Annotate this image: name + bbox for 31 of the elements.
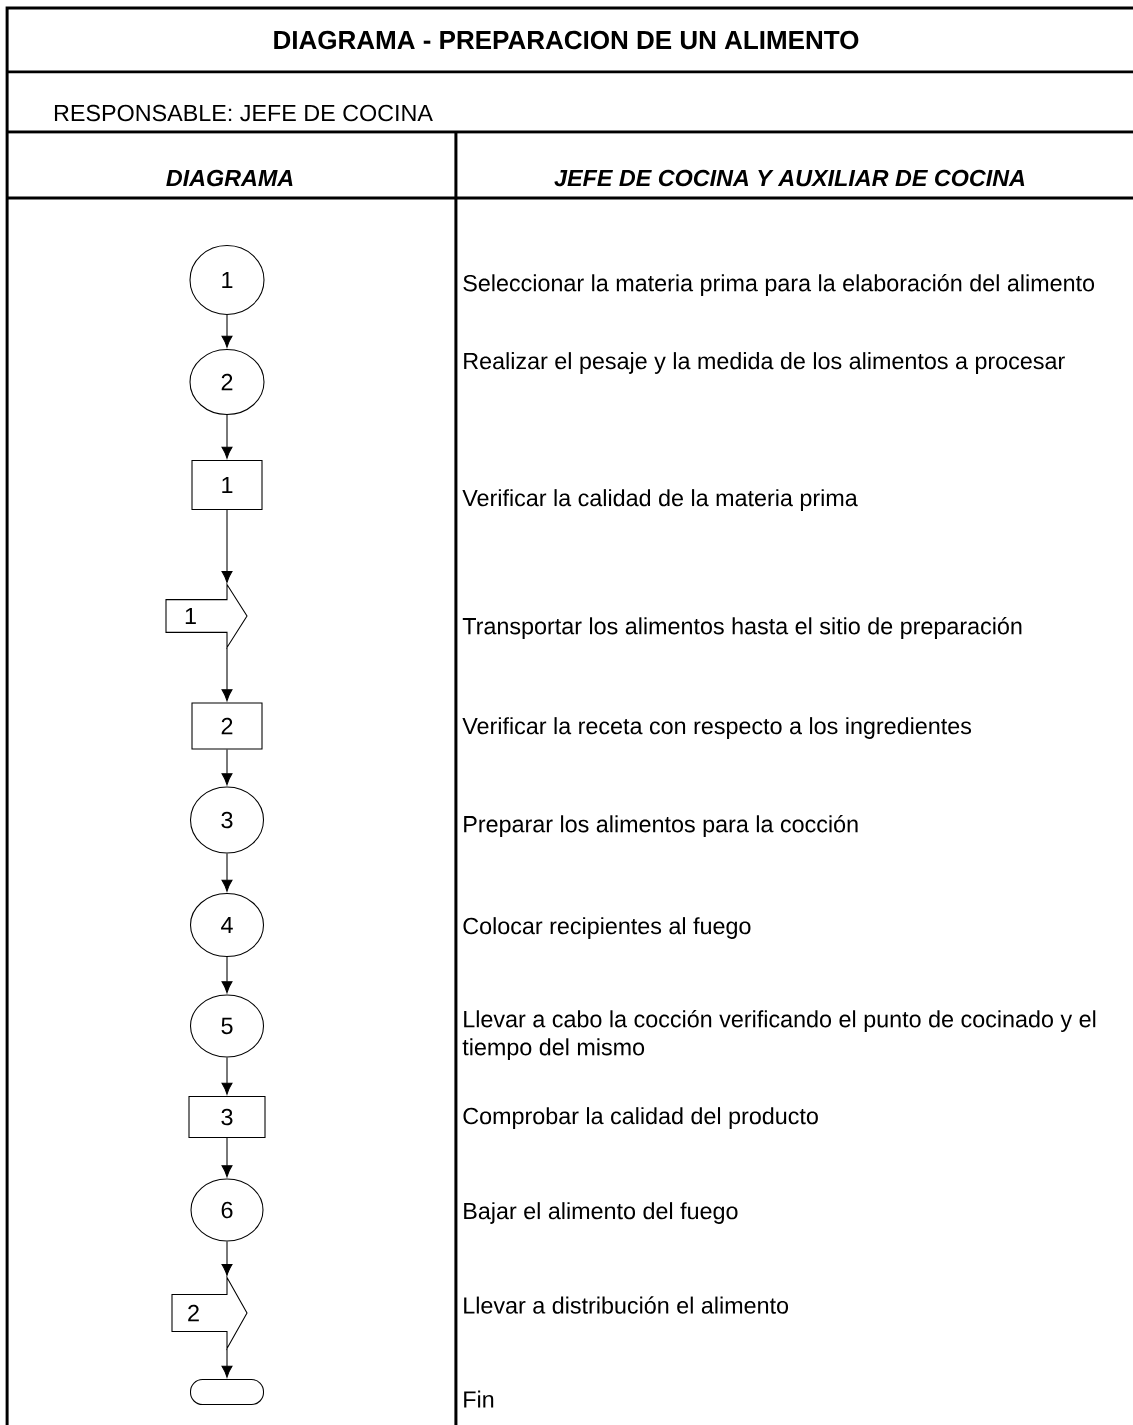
step-description: Preparar los alimentos para la cocción: [464, 815, 858, 838]
end-terminal: [189, 1379, 265, 1406]
arrow: [221, 509, 233, 583]
arrow: [221, 853, 233, 892]
arrow: [221, 314, 233, 348]
inspection-box: 2: [191, 702, 263, 750]
inspection-box: 1: [191, 459, 263, 511]
arrow: [221, 1057, 233, 1095]
arrow: [221, 647, 233, 702]
step-description: Bajar el alimento del fuego: [464, 1202, 738, 1224]
step-description: Verificar la receta con respecto a los ingredientes: [462, 717, 972, 739]
arrow: [221, 414, 233, 459]
arrow: [221, 1137, 233, 1178]
step-description: Realizar el pesaje y la medida de los alimentos a procesar: [464, 352, 1065, 374]
step-description: Seleccionar la materia prima para la elaboración del alimento: [463, 274, 1095, 297]
step-description: Comprobar la calidad del producto: [463, 1107, 818, 1129]
step-description: Llevar a cabo la cocción verificando el punto de cocinado y el tiempo del mismo: [462, 1010, 1096, 1061]
step-description: Verificar la calidad de la materia prima: [462, 489, 858, 511]
column-header: DIAGRAMA: [166, 169, 293, 187]
step-description: Transportar los alimentos hasta el sitio de preparación: [462, 617, 1022, 640]
step-description: Fin: [464, 1390, 494, 1408]
title: DIAGRAMA - PREPARACION DE UN ALIMENTO: [274, 30, 859, 50]
column-header: JEFE DE COCINA Y AUXILIAR DE COCINA: [554, 169, 1025, 187]
step-description: Colocar recipientes al fuego: [463, 917, 751, 939]
arrow: [221, 1348, 233, 1378]
step-description: Llevar a distribución el alimento: [464, 1296, 789, 1314]
inspection-box: 3: [188, 1095, 266, 1139]
arrow: [221, 956, 233, 994]
responsible-label: RESPONSABLE: JEFE DE COCINA: [54, 104, 433, 122]
arrow: [221, 1241, 233, 1276]
arrow: [221, 749, 233, 786]
